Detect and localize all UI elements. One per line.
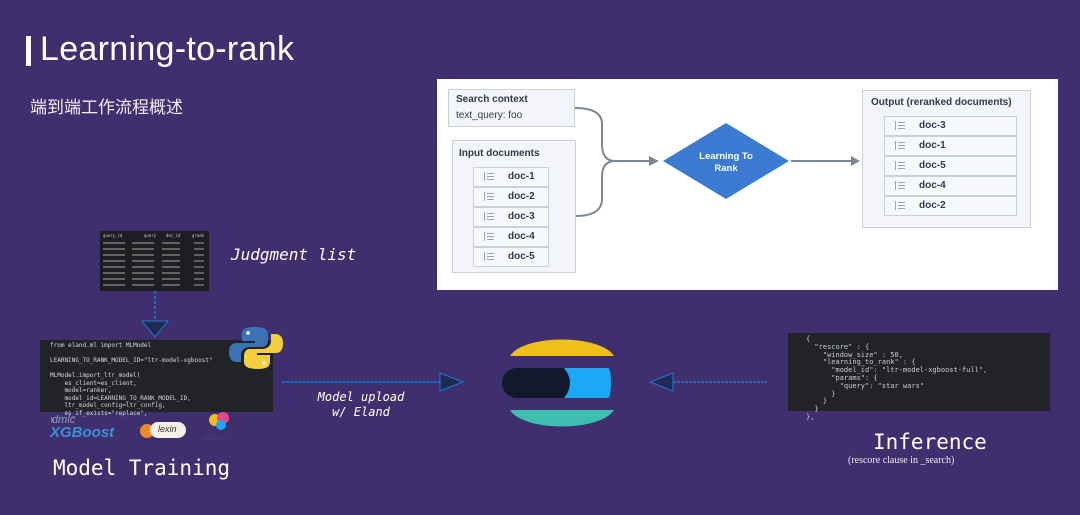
upload-label-line1: Model upload <box>317 390 405 404</box>
elasticsearch-logo-icon <box>502 339 614 427</box>
output-doc-item: doc-4 <box>884 176 1017 196</box>
input-doc-label: doc-3 <box>508 211 535 222</box>
document-icon <box>895 141 906 150</box>
input-doc-label: doc-2 <box>508 191 535 202</box>
model-training-label: Model Training <box>53 456 231 480</box>
judgment-list-label: Judgment list <box>231 245 357 264</box>
inference-label: Inference <box>873 430 987 454</box>
python-logo-icon <box>229 327 283 369</box>
document-icon <box>895 161 906 170</box>
search-context-query: text_query: foo <box>456 110 523 121</box>
document-icon <box>895 181 906 190</box>
output-doc-label: doc-1 <box>919 140 946 151</box>
upload-arrow <box>282 372 465 392</box>
document-icon <box>484 212 495 221</box>
output-doc-item: doc-2 <box>884 196 1017 216</box>
output-doc-label: doc-4 <box>919 180 946 191</box>
document-icon <box>484 172 495 181</box>
input-documents-title: Input documents <box>459 148 540 159</box>
eland-logo-icon <box>209 412 229 430</box>
input-doc-item: doc-5 <box>473 247 549 267</box>
document-icon <box>484 192 495 201</box>
xgboost-logo: XGBoost <box>50 424 115 441</box>
output-doc-item: doc-1 <box>884 136 1017 156</box>
ltr-node-line2: Rank <box>714 163 738 174</box>
output-title: Output (reranked documents) <box>871 97 1012 108</box>
input-doc-item: doc-4 <box>473 227 549 247</box>
ltr-node-line1: Learning To <box>699 151 753 162</box>
ltr-diamond <box>663 123 789 199</box>
input-doc-label: doc-4 <box>508 231 535 242</box>
inference-code: { "rescore" : { "window_size" : 50, "lea… <box>788 333 1050 421</box>
search-context-box: Search context text_query: foo <box>448 89 575 127</box>
output-doc-label: doc-5 <box>919 160 946 171</box>
document-icon <box>484 252 495 261</box>
input-doc-label: doc-1 <box>508 171 535 182</box>
search-context-title: Search context <box>456 94 528 105</box>
document-icon <box>895 201 906 210</box>
judgment-table-rows: query_id query doc_id grade <box>103 233 205 286</box>
judgment-col-2: doc_id <box>166 233 181 238</box>
ltr-diagram: Learning To Rank Search context text_que… <box>437 79 1058 290</box>
input-doc-label: doc-5 <box>508 251 535 262</box>
input-doc-item: doc-1 <box>473 167 549 187</box>
output-doc-item: doc-5 <box>884 156 1017 176</box>
output-doc-label: doc-3 <box>919 120 946 131</box>
judgment-col-3: grade <box>192 233 205 238</box>
upload-label: Model upload w/ Eland <box>305 390 417 420</box>
lexin-logo-icon: lexin <box>140 420 186 438</box>
slide-subtitle: 端到端工作流程概述 <box>30 98 183 118</box>
inference-sublabel: (rescore clause in _search) <box>848 455 955 466</box>
output-doc-label: doc-2 <box>919 200 946 211</box>
down-arrow <box>140 291 170 338</box>
title-accent-bar <box>26 36 31 66</box>
document-icon <box>484 232 495 241</box>
ltr-node-label: Learning To Rank <box>691 151 761 175</box>
document-icon <box>895 121 906 130</box>
judgment-col-0: query_id <box>103 233 123 238</box>
judgment-col-1: query <box>144 233 157 238</box>
lexin-logo-text: lexin <box>158 424 177 434</box>
upload-label-line2: w/ Eland <box>332 405 390 419</box>
eland-logo-text: eland <box>203 432 226 442</box>
judgment-table: query_id query doc_id grade <box>100 231 209 291</box>
slide-title: Learning-to-rank <box>40 30 295 68</box>
inference-arrow <box>648 372 767 392</box>
diagram-connectors <box>574 107 860 217</box>
output-doc-item: doc-3 <box>884 116 1017 136</box>
input-doc-item: doc-3 <box>473 207 549 227</box>
dmlc-logo: dmlc <box>52 414 76 426</box>
input-doc-item: doc-2 <box>473 187 549 207</box>
